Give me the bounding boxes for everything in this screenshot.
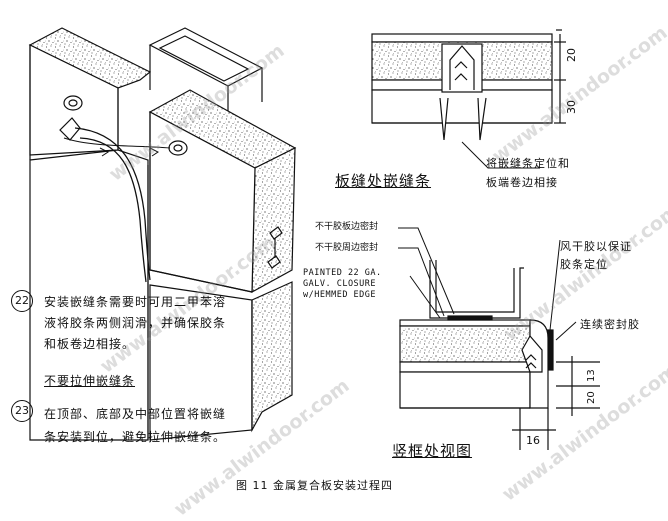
mullion-tube: [148, 27, 264, 115]
gasket-strip: [59, 117, 171, 283]
step-22-line-2: 液将胶条两侧润滑，并确保胶条: [44, 316, 227, 330]
edge-clip: [267, 226, 283, 269]
back-panel: [28, 27, 152, 160]
installation-drawing: [28, 27, 600, 450]
corner-caption: 竖框处视图: [392, 442, 473, 460]
warning-heading: 不要拉伸嵌缝条: [44, 374, 136, 388]
lower-panels: [29, 149, 293, 441]
label-nondry-perimeter-seal: 不干胶周边密封: [315, 243, 379, 253]
isometric-view: [28, 27, 297, 441]
air-dry-label-line-1: 风干胶以保证: [560, 240, 632, 253]
joint-dim-20: 20: [565, 48, 578, 62]
corner-dim-13: 13: [586, 369, 597, 382]
joint-callout-line-2: 板端卷边相接: [486, 176, 558, 189]
closure-note-line-2: GALV. CLOSURE: [303, 279, 377, 289]
step-23-line-2: 条安装到位，避免拉伸嵌缝条。: [44, 430, 227, 444]
corner-section: [398, 227, 600, 450]
step-23-line-1: 在顶部、底部及中部位置将嵌缝: [44, 407, 227, 421]
corner-dim-16: 16: [526, 434, 540, 447]
bolt-upper: [63, 95, 83, 111]
step-22-marker: 22: [11, 290, 33, 312]
corner-leaders: [398, 227, 577, 341]
corner-gasket: [521, 319, 549, 409]
corner-dim-20: 20: [586, 391, 597, 404]
joint-dimension: [554, 29, 566, 124]
closure-note-line-3: w/HEMMED EDGE: [303, 290, 377, 300]
joint-dim-30: 30: [565, 100, 578, 114]
closure-channel: [429, 260, 524, 319]
joint-caption: 板缝处嵌缝条: [335, 172, 432, 190]
air-dry-label-line-2: 胶条定位: [560, 258, 608, 271]
joint-section: [371, 29, 566, 169]
label-nondry-edge-seal: 不干胶板边密封: [315, 222, 379, 232]
step-23-marker: 23: [11, 400, 33, 422]
step-22-line-1: 安装嵌缝条需要时可用二甲苯溶: [44, 295, 227, 309]
upper-panel: [148, 89, 297, 294]
continuous-seal-label: 连续密封胶: [580, 318, 640, 331]
figure-caption: 图 11 金属复合板安装过程四: [236, 479, 393, 492]
step-22-line-3: 和板卷边相接。: [44, 337, 136, 351]
corner-dimension: [512, 356, 600, 450]
joint-gasket: [439, 43, 487, 141]
joint-callout-line-1: 将嵌缝条定位和: [486, 157, 570, 170]
closure-note-line-1: PAINTED 22 GA.: [303, 268, 382, 278]
